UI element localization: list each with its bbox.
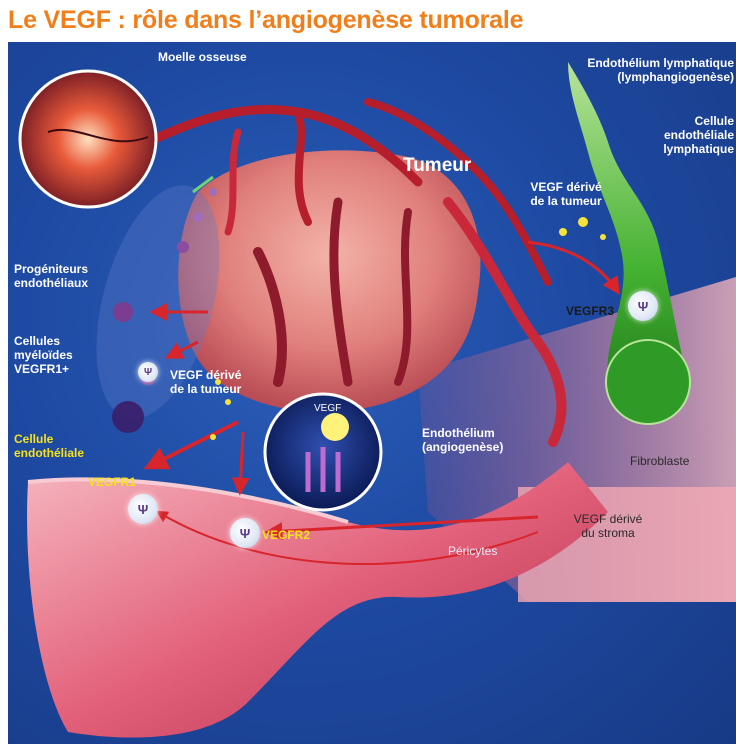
- label-line: VEGF dérivé: [516, 180, 616, 194]
- label-line: lymphatique: [608, 142, 734, 156]
- receptor-icon: Ψ: [230, 518, 260, 548]
- label-line: VEGF dérivé: [170, 368, 241, 382]
- receptor-icon: Ψ: [628, 291, 658, 321]
- label-line: myéloïdes: [14, 348, 73, 362]
- label-line: VEGF dérivé: [548, 512, 668, 526]
- label-line: (angiogenèse): [422, 440, 503, 454]
- label-line: du stroma: [548, 526, 668, 540]
- label-tumor: Tumeur: [403, 159, 471, 173]
- label-endothelium: Endothélium (angiogenèse): [422, 426, 503, 454]
- label-line: de la tumeur: [170, 382, 241, 396]
- label-vegf-tumor-top: VEGF dérivé de la tumeur: [516, 180, 616, 208]
- lymphatic-cell-body: [606, 340, 690, 424]
- label-vegfr3: VEGFR3: [566, 304, 614, 318]
- label-line: Cellule: [608, 114, 734, 128]
- label-line: (lymphangiogenèse): [538, 70, 734, 84]
- myeloid-cell-large: [112, 401, 144, 433]
- label-lymphatic-endothelium: Endothélium lymphatique (lymphangiogenès…: [538, 56, 734, 84]
- label-line: endothéliaux: [14, 276, 88, 290]
- label-vegf-tumor-mid: VEGF dérivé de la tumeur: [170, 368, 241, 396]
- label-progenitors: Progéniteurs endothéliaux: [14, 262, 88, 290]
- receptor-icon: Ψ: [128, 494, 158, 524]
- label-vegfr2: VEGFR2: [262, 528, 310, 542]
- progenitor-cell: [113, 302, 133, 322]
- figure-title: Le VEGF : rôle dans l’angiogenèse tumora…: [8, 6, 523, 35]
- label-line: Progéniteurs: [14, 262, 88, 276]
- label-pericytes: Péricytes: [448, 544, 497, 558]
- label-line: de la tumeur: [516, 194, 616, 208]
- label-myeloid: Cellules myéloïdes VEGFR1+: [14, 334, 73, 376]
- label-bone-marrow: Moelle osseuse: [158, 50, 247, 64]
- label-line: Endothélium lymphatique: [538, 56, 734, 70]
- label-line: VEGFR1+: [14, 362, 73, 376]
- label-line: Cellules: [14, 334, 73, 348]
- label-fibroblast: Fibroblaste: [630, 454, 689, 468]
- label-line: Cellule: [14, 432, 84, 446]
- label-line: endothéliale: [14, 446, 84, 460]
- label-lymphatic-cell: Cellule endothéliale lymphatique: [608, 114, 734, 156]
- label-vegfr1: VEGFR1: [88, 475, 136, 489]
- vegf-particle-icon: [321, 413, 349, 441]
- label-stroma: VEGF dérivé du stroma: [548, 512, 668, 540]
- label-endothelial-cell: Cellule endothéliale: [14, 432, 84, 460]
- receptor-icon: Ψ: [138, 362, 158, 382]
- label-line: endothéliale: [608, 128, 734, 142]
- illustration-panel: Ψ Ψ Ψ Ψ Moelle osseuse Tumeur Endothéliu…: [8, 42, 736, 744]
- bone-marrow-view: [20, 71, 156, 207]
- label-line: Endothélium: [422, 426, 503, 440]
- label-vegf-inset: VEGF: [314, 402, 341, 416]
